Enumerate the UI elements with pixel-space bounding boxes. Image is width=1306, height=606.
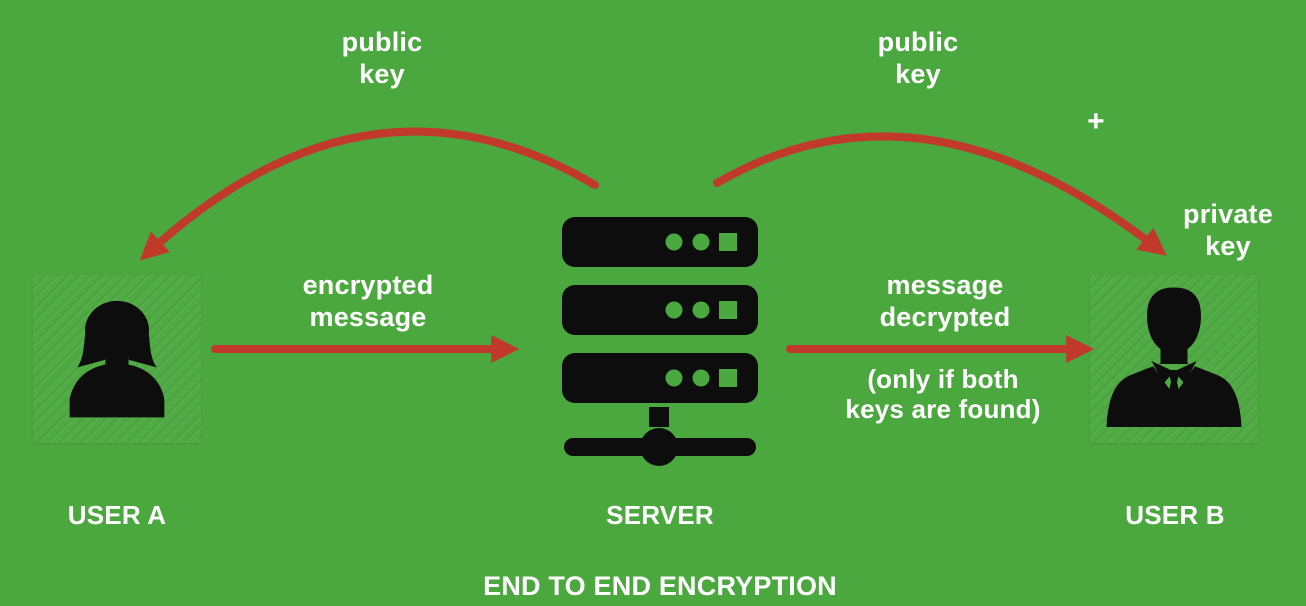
public-key-label-right: public key [877, 27, 959, 89]
female-user-icon [69, 300, 165, 418]
private-key-label: private key [1183, 199, 1273, 261]
encrypted-message-label: encrypted message [302, 270, 434, 332]
curved-arrow-public-key-to-user-a [139, 127, 599, 261]
public-key-label-left: public key [341, 27, 423, 89]
male-user-icon [1106, 287, 1242, 427]
user-a-label: USER A [67, 500, 167, 530]
plus-sign: + [1087, 105, 1105, 138]
decryption-condition-label: (only if both keys are found) [845, 364, 1041, 424]
user-b-label: USER B [1125, 500, 1225, 530]
server-icon [562, 217, 758, 466]
curved-arrow-public-key-to-user-b [713, 132, 1167, 256]
server-label: SERVER [606, 500, 714, 530]
diagram-title: END TO END ENCRYPTION [483, 571, 837, 601]
message-decrypted-label: message decrypted [879, 270, 1011, 332]
user-a-panel [33, 275, 201, 443]
user-b-panel [1090, 275, 1258, 443]
